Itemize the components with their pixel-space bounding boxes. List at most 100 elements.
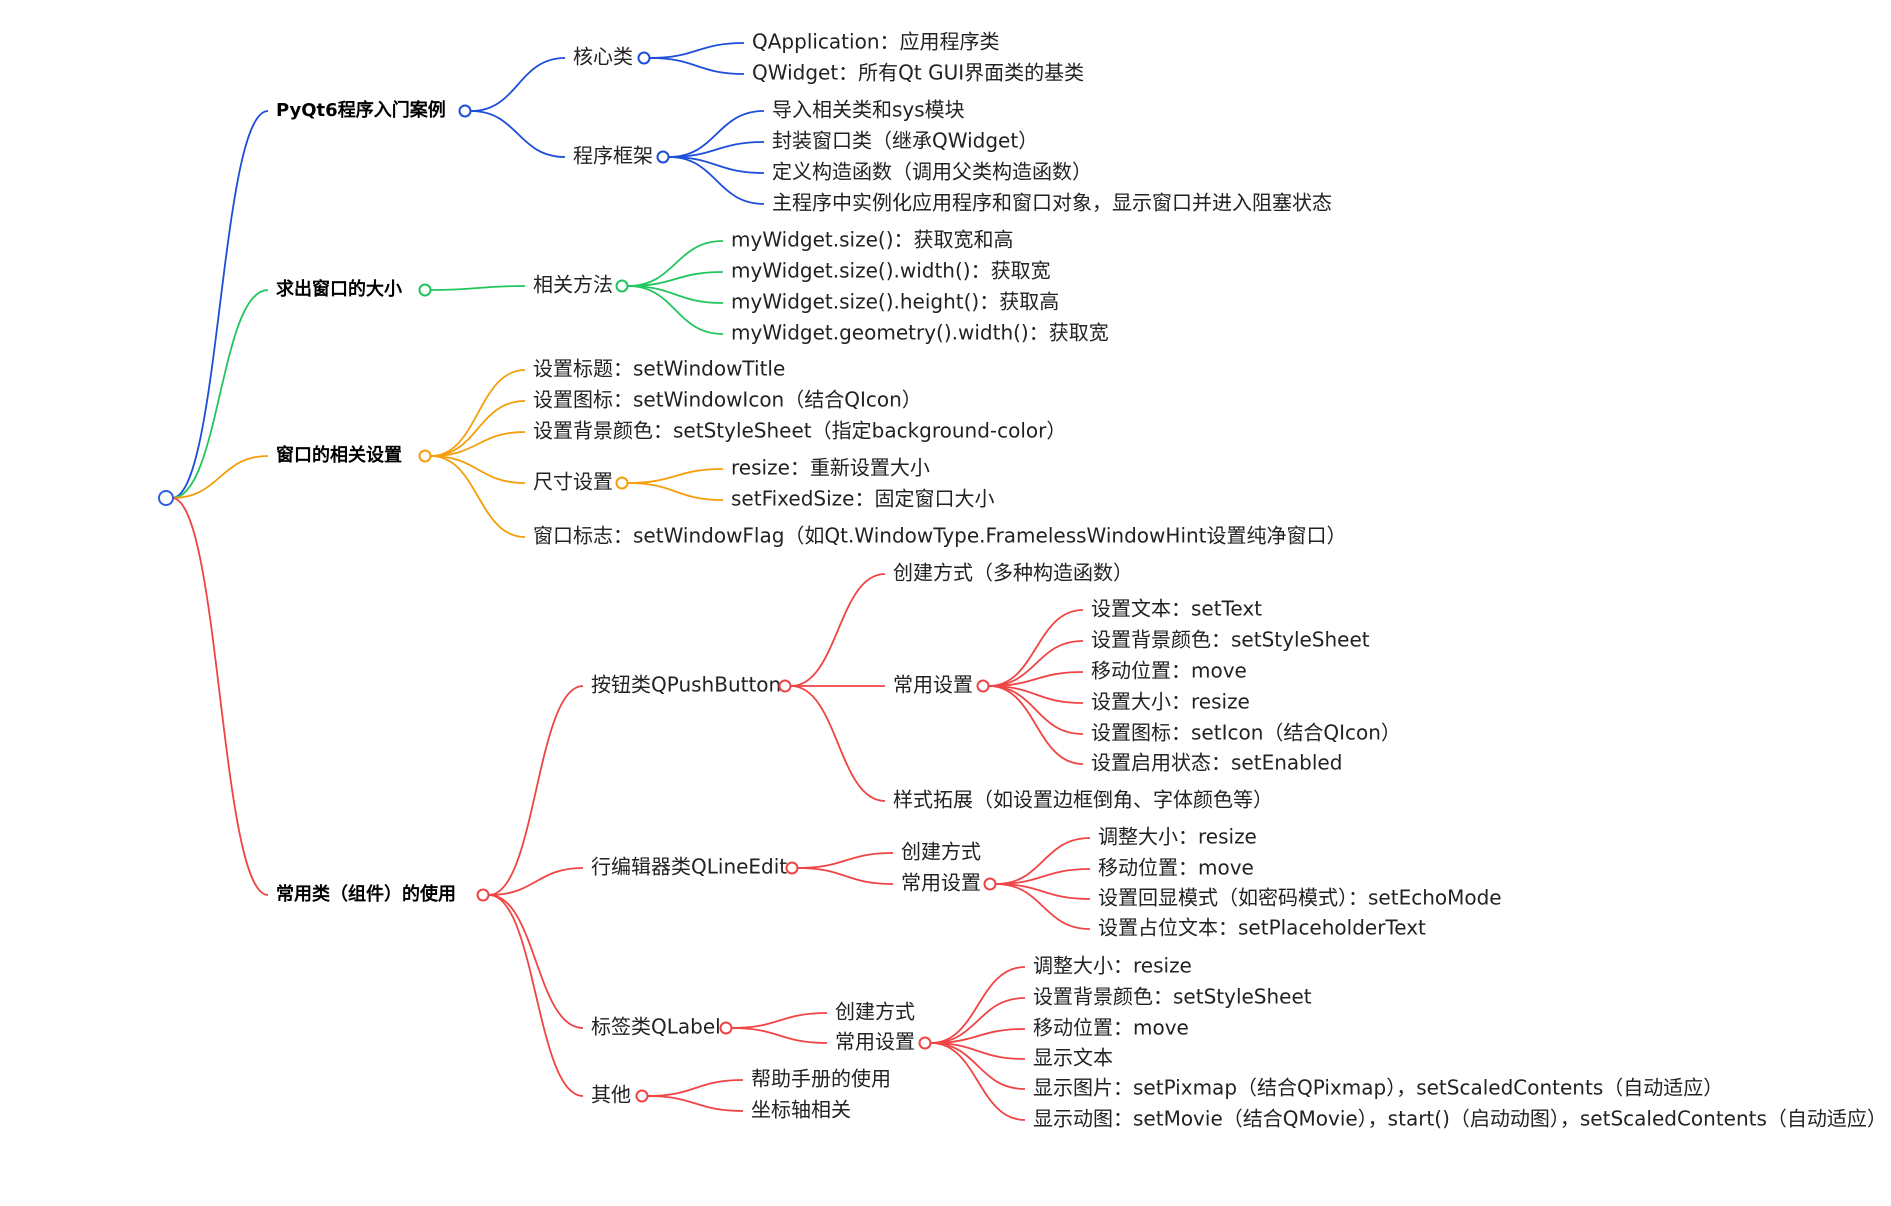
- node-set-title-label[interactable]: 设置标题：setWindowTitle: [533, 357, 785, 381]
- node-qlabel-label[interactable]: 标签类QLabel: [591, 1015, 721, 1039]
- branch-line: [988, 609, 1084, 687]
- branch-line: [488, 685, 584, 896]
- node-size-width-label[interactable]: myWidget.size().width()：获取宽: [731, 259, 1051, 283]
- node-btn-common-toggle[interactable]: [976, 679, 990, 693]
- branch-line: [171, 497, 269, 896]
- node-btn-setstyle-label[interactable]: 设置背景颜色：setStyleSheet: [1091, 628, 1370, 652]
- node-le-move-label[interactable]: 移动位置：move: [1098, 856, 1254, 880]
- node-btn-resize-label[interactable]: 设置大小：resize: [1091, 690, 1250, 714]
- node-related-methods-toggle[interactable]: [615, 279, 629, 293]
- node-size-settings-toggle[interactable]: [615, 476, 629, 490]
- node-size-settings-label[interactable]: 尺寸设置: [533, 470, 613, 494]
- node-program-framework-label[interactable]: 程序框架: [573, 144, 653, 168]
- branch-line: [988, 671, 1084, 687]
- node-lb-movie-label[interactable]: 显示动图：setMovie（结合QMovie），start()（启动动图），se…: [1033, 1107, 1887, 1131]
- node-common-classes-label[interactable]: 常用类（组件）的使用: [276, 883, 456, 905]
- branch-line: [488, 867, 584, 896]
- branch-line: [430, 431, 526, 457]
- node-btn-create-label[interactable]: 创建方式（多种构造函数）: [893, 561, 1133, 585]
- node-import-classes-label[interactable]: 导入相关类和sys模块: [772, 98, 965, 122]
- branch-line: [627, 285, 724, 335]
- node-btn-move-label[interactable]: 移动位置：move: [1091, 659, 1247, 683]
- root-node[interactable]: [158, 490, 174, 506]
- node-btn-common-label[interactable]: 常用设置: [893, 673, 973, 697]
- node-window-flag-label[interactable]: 窗口标志：setWindowFlag（如Qt.WindowType.Framel…: [533, 524, 1347, 548]
- node-qpushbutton-label[interactable]: 按钮类QPushButton: [591, 673, 781, 697]
- node-program-framework-toggle[interactable]: [656, 150, 670, 164]
- node-common-classes-toggle[interactable]: [476, 888, 490, 902]
- node-size-label[interactable]: myWidget.size()：获取宽和高: [731, 228, 1014, 252]
- branch-line: [430, 455, 526, 484]
- branch-line: [930, 1028, 1026, 1044]
- node-window-size-label[interactable]: 求出窗口的大小: [276, 278, 402, 300]
- node-define-constructor-label[interactable]: 定义构造函数（调用父类构造函数）: [772, 160, 1092, 184]
- node-le-create-label[interactable]: 创建方式: [901, 840, 981, 864]
- node-core-classes-label[interactable]: 核心类: [573, 45, 633, 69]
- node-le-common-toggle[interactable]: [983, 877, 997, 891]
- node-lb-pixmap-label[interactable]: 显示图片：setPixmap（结合QPixmap），setScaledConte…: [1033, 1076, 1723, 1100]
- node-set-bg-label[interactable]: 设置背景颜色：setStyleSheet（指定background-color）: [533, 419, 1066, 443]
- node-main-program-label[interactable]: 主程序中实例化应用程序和窗口对象，显示窗口并进入阻塞状态: [772, 191, 1332, 215]
- branch-line: [995, 868, 1091, 885]
- branch-line: [649, 42, 745, 59]
- node-btn-style-ext-label[interactable]: 样式拓展（如设置边框倒角、字体颜色等）: [893, 788, 1273, 812]
- node-window-size-toggle[interactable]: [418, 283, 432, 297]
- mindmap-edges: [171, 42, 1091, 1121]
- branch-line: [995, 883, 1091, 930]
- branch-line: [930, 1042, 1026, 1121]
- node-others-toggle[interactable]: [635, 1089, 649, 1103]
- node-set-icon-label[interactable]: 设置图标：setWindowIcon（结合QIcon）: [533, 388, 922, 412]
- node-btn-setenabled-label[interactable]: 设置启用状态：setEnabled: [1091, 751, 1342, 775]
- node-qlabel-toggle[interactable]: [719, 1021, 733, 1035]
- branch-line: [430, 369, 526, 457]
- node-lb-text-label[interactable]: 显示文本: [1033, 1046, 1113, 1070]
- branch-line: [668, 110, 765, 158]
- branch-line: [627, 285, 724, 304]
- node-geometry-width-label[interactable]: myWidget.geometry().width()：获取宽: [731, 321, 1109, 345]
- node-qlineedit-label[interactable]: 行编辑器类QLineEdit: [591, 855, 787, 879]
- node-help-manual-label[interactable]: 帮助手册的使用: [751, 1067, 891, 1091]
- node-qlineedit-toggle[interactable]: [785, 861, 799, 875]
- node-window-settings-label[interactable]: 窗口的相关设置: [276, 444, 402, 466]
- branch-line: [627, 482, 724, 501]
- node-lb-resize-label[interactable]: 调整大小：resize: [1033, 954, 1192, 978]
- node-others-label[interactable]: 其他: [591, 1083, 631, 1107]
- node-lb-create-label[interactable]: 创建方式: [835, 1000, 915, 1024]
- node-qwidget-label[interactable]: QWidget：所有Qt GUI界面类的基类: [752, 61, 1084, 85]
- node-le-resize-label[interactable]: 调整大小：resize: [1098, 825, 1257, 849]
- branch-line: [627, 468, 724, 484]
- node-related-methods-label[interactable]: 相关方法: [533, 273, 613, 297]
- branch-line: [627, 240, 724, 287]
- node-lb-move-label[interactable]: 移动位置：move: [1033, 1016, 1189, 1040]
- node-lb-common-toggle[interactable]: [918, 1036, 932, 1050]
- node-lb-common-label[interactable]: 常用设置: [835, 1030, 915, 1054]
- branch-line: [488, 894, 584, 1029]
- branch-line: [790, 685, 886, 802]
- node-le-placeholder-label[interactable]: 设置占位文本：setPlaceholderText: [1098, 916, 1426, 940]
- node-qapplication-label[interactable]: QApplication：应用程序类: [752, 30, 1000, 54]
- node-core-classes-toggle[interactable]: [637, 51, 651, 65]
- node-axis-label[interactable]: 坐标轴相关: [751, 1098, 851, 1122]
- node-lb-setstyle-label[interactable]: 设置背景颜色：setStyleSheet: [1033, 985, 1312, 1009]
- node-le-common-label[interactable]: 常用设置: [901, 871, 981, 895]
- node-le-echo-label[interactable]: 设置回显模式（如密码模式）：setEchoMode: [1098, 886, 1502, 910]
- node-pyqt6-intro-toggle[interactable]: [458, 104, 472, 118]
- branch-line: [797, 852, 894, 869]
- node-pyqt6-intro-label[interactable]: PyQt6程序入门案例: [276, 99, 446, 121]
- node-qpushbutton-toggle[interactable]: [778, 679, 792, 693]
- node-wrap-window-label[interactable]: 封装窗口类（继承QWidget）: [772, 129, 1038, 153]
- branch-line: [668, 141, 765, 158]
- node-resize-label[interactable]: resize：重新设置大小: [731, 456, 930, 480]
- branch-line: [627, 271, 724, 287]
- node-window-settings-toggle[interactable]: [418, 449, 432, 463]
- node-size-height-label[interactable]: myWidget.size().height()：获取高: [731, 290, 1059, 314]
- branch-line: [470, 57, 566, 112]
- node-btn-seticon-label[interactable]: 设置图标：setIcon（结合QIcon）: [1091, 721, 1401, 745]
- branch-line: [988, 685, 1084, 765]
- branch-line: [988, 640, 1084, 687]
- branch-line: [171, 455, 269, 499]
- node-fixed-size-label[interactable]: setFixedSize：固定窗口大小: [731, 487, 994, 511]
- node-btn-settext-label[interactable]: 设置文本：setText: [1091, 597, 1262, 621]
- branch-line: [430, 400, 526, 457]
